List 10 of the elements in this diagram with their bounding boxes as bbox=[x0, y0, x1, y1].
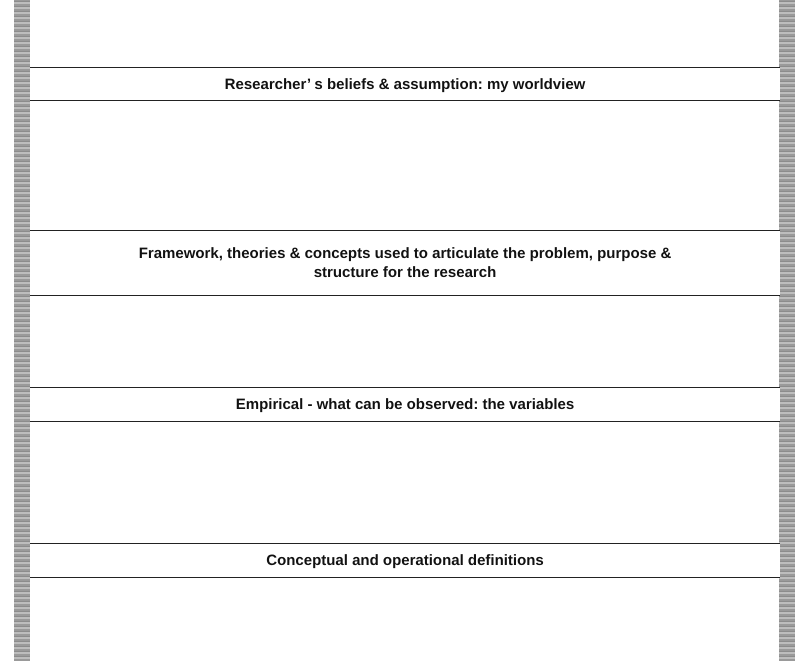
ladder-rung bbox=[30, 543, 780, 578]
rung-label: Empirical - what can be observed: the variables bbox=[236, 395, 574, 414]
ladder-post bbox=[14, 0, 30, 661]
ladder-rung bbox=[30, 230, 780, 296]
rung-label: Researcher’ s beliefs & assumption: my worldview bbox=[224, 74, 586, 94]
ladder-rung bbox=[30, 387, 780, 422]
ladder-post bbox=[779, 0, 795, 661]
rung-label: Conceptual and operational definitions bbox=[266, 551, 544, 570]
rung-label: Framework, theories & concepts used to articulate the problem, purpose & structure for the research bbox=[138, 244, 672, 282]
ladder-rung bbox=[30, 67, 780, 101]
